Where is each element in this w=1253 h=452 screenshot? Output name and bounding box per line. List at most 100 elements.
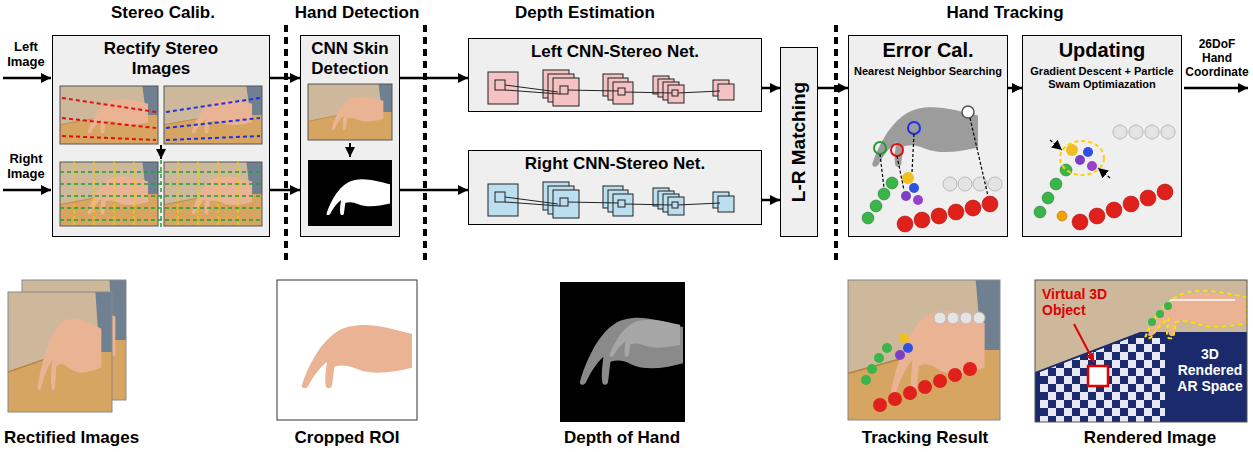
updating-illustration: [1034, 125, 1175, 230]
error-calculation-illustration-part: [897, 216, 913, 232]
updating-illustration-part: [1034, 164, 1072, 218]
network-box: Right CNN-Stereo Net.: [468, 150, 762, 225]
network-box: Left CNN-Stereo Net.: [468, 38, 762, 112]
cnn-layer-stack-part: [488, 182, 734, 218]
rectified-pair-illustration-part: [164, 86, 262, 144]
tracking-result-thumbnail-part: [903, 343, 913, 353]
rectified-pair-illustration-part: [60, 171, 262, 173]
skin-detection-illustration-part: [308, 84, 392, 140]
tracking-result-thumbnail-part: [861, 343, 892, 385]
error-calculation-illustration: [862, 106, 1002, 232]
updating-illustration-part: [1057, 211, 1067, 221]
error-calculation-illustration-part: [880, 154, 884, 188]
rectified-pair-illustration-part: [73, 162, 74, 226]
updating-illustration-part: [1050, 178, 1062, 190]
error-calculation-illustration-part: [872, 107, 978, 167]
box-title: Error Cal.: [853, 39, 1003, 62]
updating-illustration-part: [1075, 155, 1085, 165]
rectified-images-thumbnail-part: [8, 292, 112, 412]
tracking-result-thumbnail-part: [848, 280, 1000, 420]
updating-illustration-part: [1129, 125, 1143, 139]
rectified-pair-illustration: [60, 86, 262, 228]
box-fill: [300, 35, 400, 237]
image-caption: Tracking Result: [835, 428, 1015, 448]
updating-illustration-part: [1113, 125, 1175, 139]
error-calculation-illustration-part: [973, 177, 987, 191]
rectified-pair-illustration-part: [60, 195, 262, 197]
rectified-pair-illustration-part: [164, 162, 262, 226]
cnn-layer-stack-part: [488, 70, 734, 106]
rectified-pair-illustration-part: [237, 162, 238, 226]
box-fill: [468, 38, 762, 112]
input-label: Left Image: [2, 40, 50, 70]
box-title: Right CNN-Stereo Net.: [473, 154, 757, 174]
io-arrow-part: [3, 189, 51, 192]
rectified-pair-illustration-part: [113, 162, 114, 226]
box-title: Left CNN-Stereo Net.: [473, 42, 757, 62]
rendered-image-thumbnail-part: [1164, 302, 1172, 310]
cropped-roi-thumbnail-part: [302, 325, 412, 388]
rendered-image-thumbnail-part: [1148, 293, 1245, 336]
rectified-pair-illustration-part: [60, 162, 158, 226]
error-calculation-illustration-part: [862, 212, 874, 224]
callout-label: Virtual 3D Object: [1042, 286, 1126, 318]
section-heading: Depth Estimation: [475, 3, 695, 23]
box-fill: [52, 35, 270, 237]
rendered-image-thumbnail-part: [1148, 302, 1172, 326]
error-calculation-illustration-part: [943, 177, 957, 191]
error-calculation-illustration-part: [943, 177, 1002, 191]
rectified-pair-illustration-part: [60, 86, 158, 144]
io-arrow-part: [3, 77, 51, 80]
flow-arrow: [762, 87, 780, 90]
rectified-pair-illustration-part: [60, 219, 262, 221]
image-caption: Rendered Image: [1060, 428, 1240, 448]
rendered-image-thumbnail-part: [1156, 310, 1164, 318]
error-calculation-illustration-part: [870, 200, 882, 212]
section-heading: Hand Detection: [272, 3, 442, 23]
rendered-image-thumbnail-part: [1170, 299, 1235, 301]
tracking-result-thumbnail-part: [963, 362, 977, 376]
tracking-result-thumbnail-part: [895, 350, 905, 360]
updating-illustration-part: [1157, 184, 1173, 200]
error-calculation-illustration-part: [958, 177, 972, 191]
rectified-pair-illustration-part: [166, 98, 260, 112]
rectified-pair-illustration-part: [164, 86, 262, 144]
rectified-pair-illustration-part: [74, 162, 238, 226]
flow-arrow: [270, 77, 300, 80]
tracking-result-thumbnail: [848, 280, 1000, 420]
rendered-image-thumbnail-part: [1035, 280, 1247, 422]
updating-illustration-part: [1060, 141, 1104, 175]
flow-arrow: [818, 87, 848, 90]
rectified-pair-illustration-part: [177, 162, 178, 226]
error-calculation-illustration-part: [965, 200, 981, 216]
updating-illustration-part: [1089, 208, 1105, 224]
rectified-pair-illustration-part: [60, 160, 262, 228]
rectified-pair-illustration-part: [217, 162, 218, 226]
skin-detection-illustration-part: [349, 143, 351, 157]
flow-arrow: [400, 77, 468, 80]
error-calculation-illustration-part: [913, 195, 923, 205]
error-calculation-illustration-part: [912, 134, 914, 172]
tracking-result-thumbnail-part: [867, 364, 877, 374]
updating-illustration-part: [1072, 214, 1088, 230]
flow-arrow: [762, 199, 780, 202]
error-calculation-illustration-part: [880, 118, 988, 196]
rectified-pair-illustration-part: [62, 98, 156, 140]
tracking-result-thumbnail-part: [960, 312, 972, 324]
error-calculation-illustration-part: [982, 196, 998, 212]
box-fill: [780, 47, 818, 237]
depth-map-thumbnail-part: [609, 320, 680, 357]
error-calculation-illustration-part: [948, 204, 964, 220]
rectified-pair-illustration-part: [166, 136, 260, 140]
rectified-pair-illustration-part: [166, 118, 260, 128]
depth-map-thumbnail-part: [560, 282, 685, 422]
flow-arrow: [270, 189, 300, 192]
tracking-result-thumbnail-part: [973, 312, 985, 324]
rectified-pair-illustration-part: [60, 183, 262, 185]
rectified-pair-illustration-part: [93, 162, 94, 226]
process-box: Error Cal.Nearest Neighbor Searching: [848, 35, 1008, 237]
updating-illustration-part: [1123, 196, 1139, 212]
rectified-images-thumbnail-part: [8, 292, 112, 412]
error-calculation-illustration-part: [897, 196, 998, 232]
